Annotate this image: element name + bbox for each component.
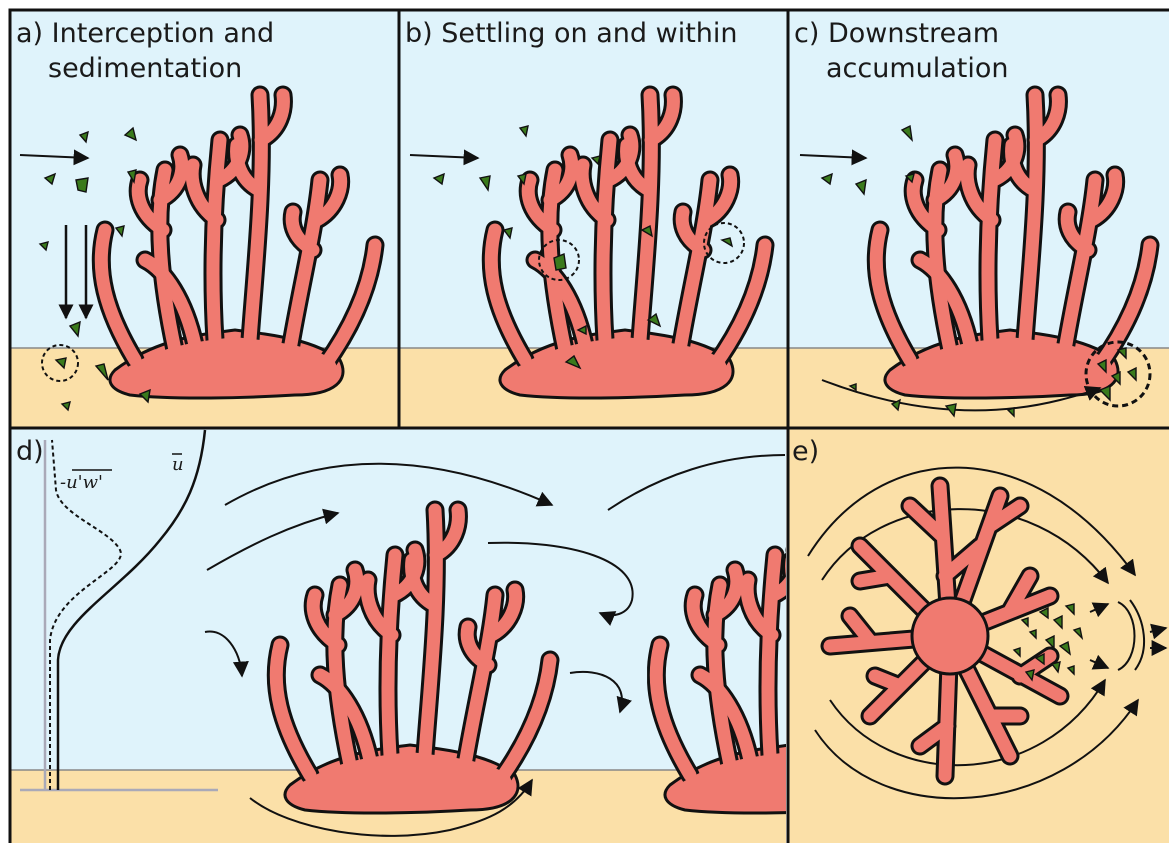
panel-d-label: d) bbox=[16, 436, 44, 467]
panel-c: c) Downstream accumulation bbox=[788, 10, 1169, 428]
panel-a-title-line2: sedimentation bbox=[48, 53, 242, 84]
panel-b-title: b) Settling on and within bbox=[405, 18, 738, 49]
panel-c-title-line2: accumulation bbox=[826, 53, 1009, 84]
panel-b: b) Settling on and within bbox=[399, 10, 788, 428]
velocity-label: u bbox=[172, 454, 184, 475]
panel-e: e) bbox=[788, 428, 1169, 843]
panel-a: a) Interception and sedimentation bbox=[10, 10, 399, 428]
panel-a-title-line1: a) Interception and bbox=[16, 18, 274, 49]
panel-e-label: e) bbox=[792, 436, 819, 467]
panel-c-title-line1: c) Downstream bbox=[794, 18, 999, 49]
stress-label: -u'w' bbox=[60, 472, 103, 493]
